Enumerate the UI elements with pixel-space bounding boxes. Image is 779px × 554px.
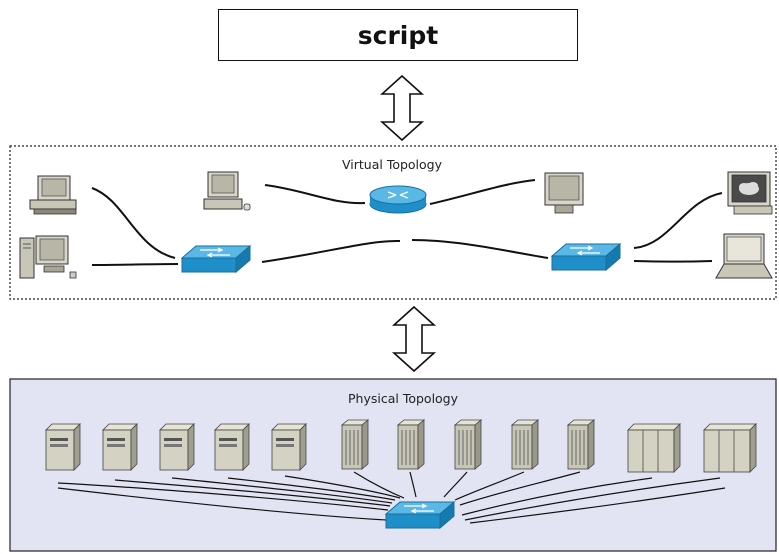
virtual-physical-arrow-icon <box>393 306 435 372</box>
rack-cabinet-icon <box>627 423 681 473</box>
virtual-link <box>261 239 401 263</box>
server-icon <box>102 423 138 471</box>
virtual-link <box>633 260 713 263</box>
server-icon <box>214 423 250 471</box>
laptop-icon <box>715 233 773 279</box>
virtual-link <box>91 263 179 266</box>
physical-topology-title: Physical Topology <box>348 391 459 406</box>
server-icon <box>159 423 195 471</box>
router-icon <box>369 185 427 214</box>
server-icon <box>45 423 81 471</box>
switch-icon <box>551 243 621 271</box>
tower-server-icon <box>397 419 425 470</box>
virtual-links <box>91 179 723 266</box>
cloud-monitor-icon <box>727 171 773 215</box>
script-label: script <box>357 20 439 50</box>
tower-server-icon <box>454 419 482 470</box>
virtual-link <box>633 192 723 249</box>
tower-server-icon <box>511 419 539 470</box>
switch-icon <box>181 245 251 273</box>
tower-server-icon <box>567 419 595 470</box>
virtual-link <box>264 184 366 205</box>
virtual-link <box>429 179 536 205</box>
virtual-link <box>411 239 549 259</box>
script-box: script <box>218 9 578 61</box>
rack-cabinet-icon <box>703 423 757 473</box>
tower-server-icon <box>341 419 369 470</box>
server-icon <box>271 423 307 471</box>
virtual-topology-title: Virtual Topology <box>342 157 443 172</box>
physical-links <box>57 471 726 524</box>
virtual-topology-panel <box>9 145 777 300</box>
virtual-link <box>91 187 176 259</box>
switch-icon <box>385 501 455 529</box>
script-virtual-arrow-icon <box>381 75 423 141</box>
